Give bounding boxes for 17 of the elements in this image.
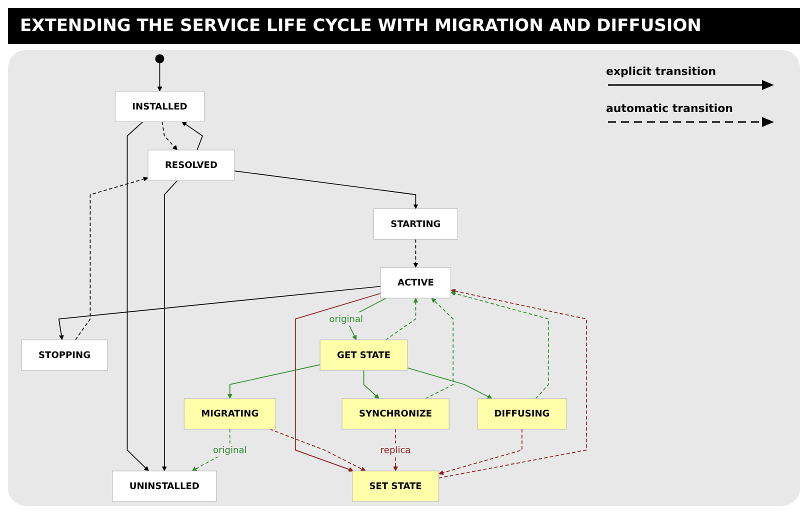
title-bar: EXTENDING THE SERVICE LIFE CYCLE WITH MIGRATION AND DIFFUSION [8,8,800,44]
state-box: SET STATE [352,470,440,502]
edge-label: original [212,443,247,457]
state-box: GET STATE [320,340,408,371]
state-box: STOPPING [21,340,108,371]
state-box: SYNCHRONIZE [342,398,450,430]
state-box: RESOLVED [148,150,235,181]
edge-label: original [329,312,364,326]
legend-text: explicit transition [606,65,716,78]
edge-label: replica [380,443,411,457]
legend-text: automatic transition [606,102,734,115]
state-box: MIGRATING [184,398,276,430]
state-box: INSTALLED [114,90,205,122]
state-box: UNINSTALLED [112,470,217,502]
state-box: DIFFUSING [477,398,567,430]
state-box: STARTING [373,208,458,240]
state-box: ACTIVE [380,267,452,298]
